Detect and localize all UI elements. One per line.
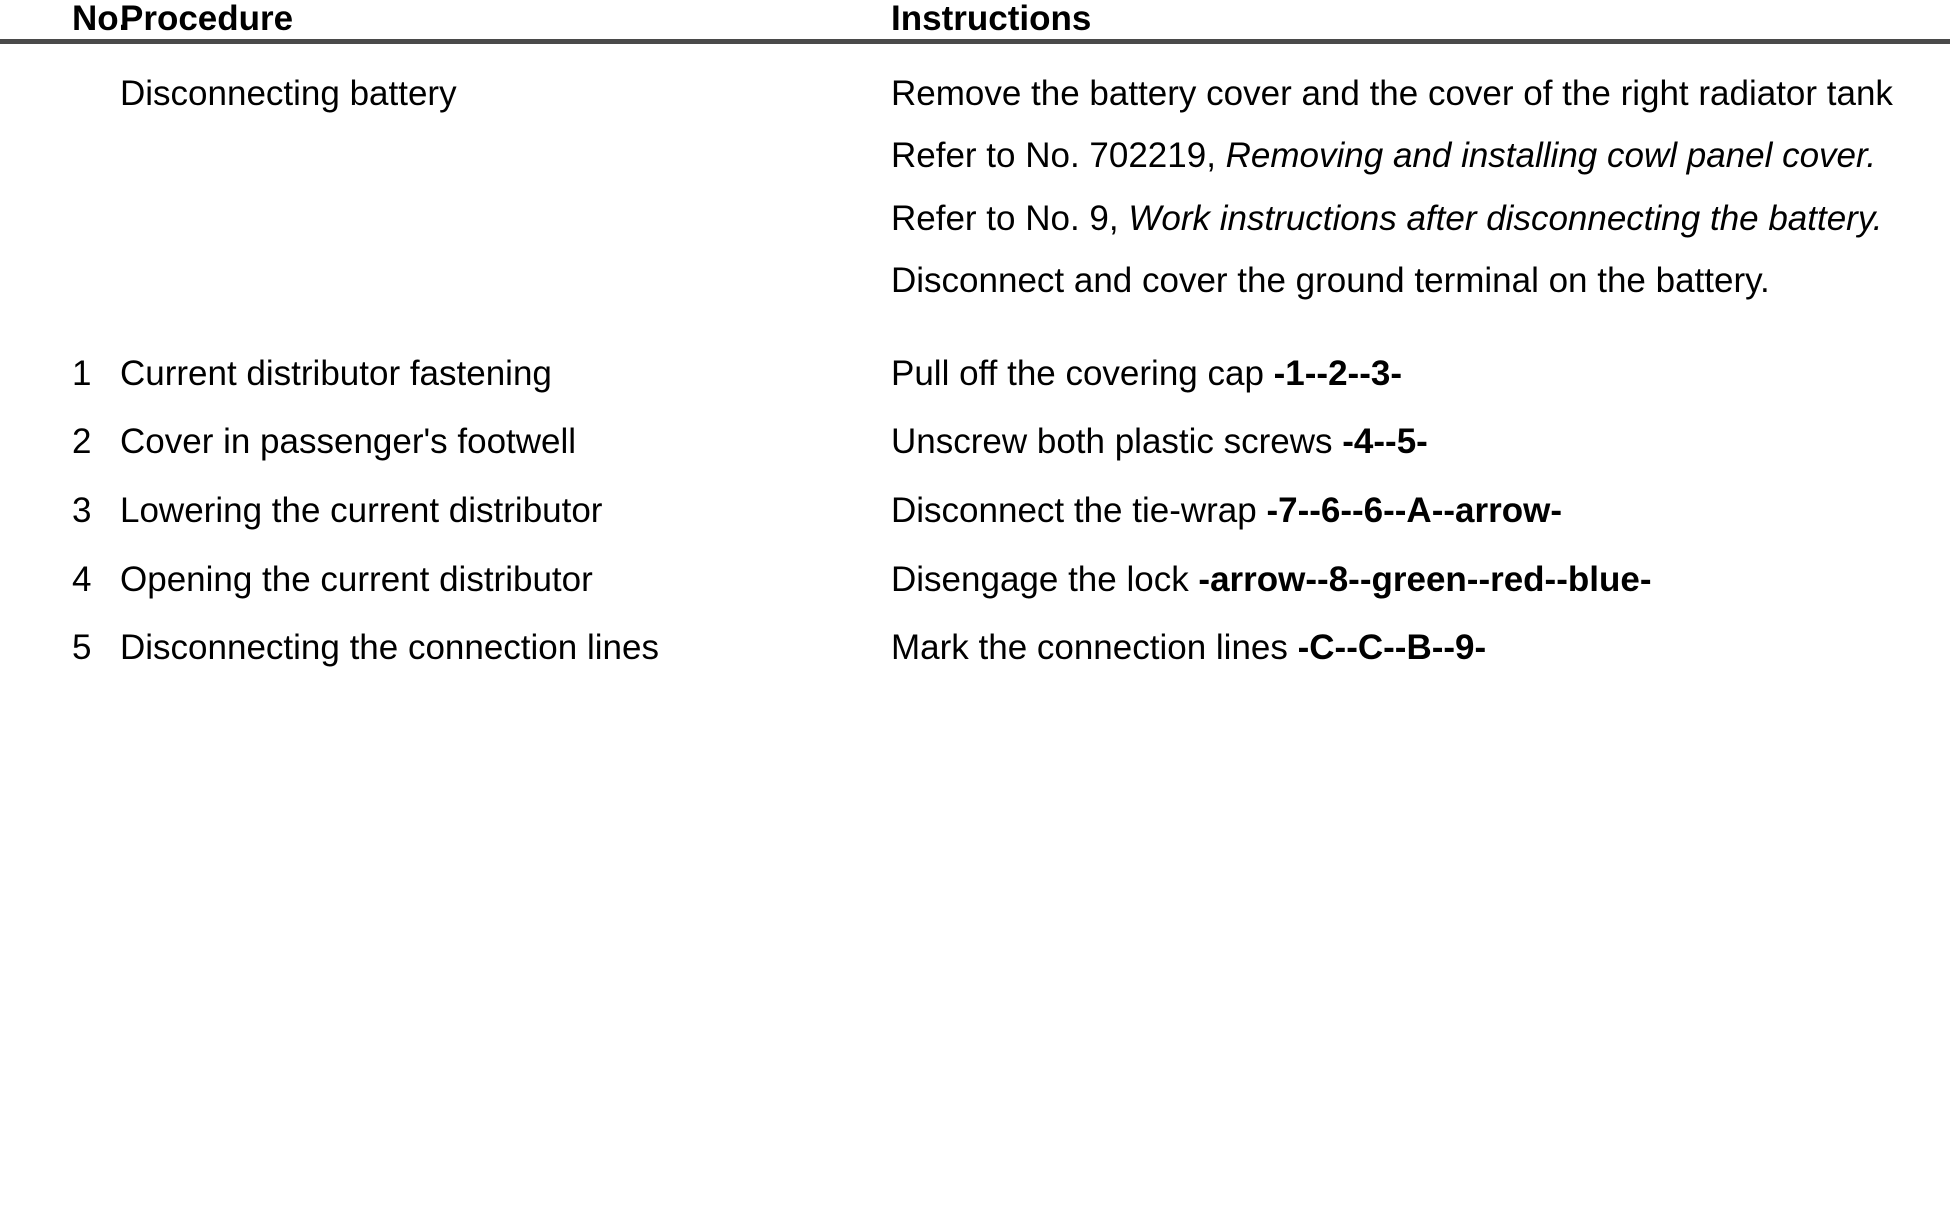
instruction-paragraph: Disconnect the tie-wrap -7--6--6--A--arr… bbox=[891, 491, 1930, 532]
cell-instructions: Disengage the lock -arrow--8--green--red… bbox=[875, 532, 1950, 601]
part-reference-marker: -arrow--8--green--red--blue- bbox=[1198, 559, 1652, 599]
table-row: 1 Current distributor fastening Pull off t… bbox=[0, 302, 1950, 395]
instruction-text: Remove the battery cover and the cover o… bbox=[891, 73, 1893, 113]
instruction-text: Pull off the covering cap bbox=[891, 353, 1274, 393]
column-header-procedure: Procedure bbox=[120, 0, 875, 44]
part-reference-marker: -7--6--6--A--arrow- bbox=[1266, 491, 1562, 531]
cell-instructions: Remove the battery cover and the cover o… bbox=[875, 41, 1950, 302]
cell-step-number: 5 bbox=[72, 628, 92, 668]
cell-step-number: 2 bbox=[72, 422, 92, 462]
instruction-reference-title: Removing and installing cowl panel cover… bbox=[1225, 136, 1877, 176]
cell-step-number: 1 bbox=[72, 353, 92, 393]
part-reference-marker: -4--5- bbox=[1342, 422, 1428, 462]
procedure-table: No. Procedure Instructions Disconnecting… bbox=[0, 0, 1950, 669]
instruction-text: Refer to No. 702219, bbox=[891, 136, 1226, 176]
instruction-paragraph: Refer to No. 9, Work instructions after … bbox=[891, 199, 1930, 240]
cell-instructions: Unscrew both plastic screws -4--5- bbox=[875, 394, 1950, 463]
table-header-row: No. Procedure Instructions bbox=[0, 0, 1950, 44]
cell-step-number: 4 bbox=[72, 559, 92, 599]
instruction-paragraph: Disengage the lock -arrow--8--green--red… bbox=[891, 560, 1930, 601]
cell-procedure: Disconnecting the connection lines bbox=[120, 628, 659, 668]
column-header-no: No. bbox=[0, 0, 128, 44]
cell-procedure: Cover in passenger's footwell bbox=[120, 422, 577, 462]
instruction-paragraph: Refer to No. 702219, Removing and instal… bbox=[891, 136, 1930, 177]
instruction-paragraph: Mark the connection lines -C--C--B--9- bbox=[891, 628, 1930, 669]
instruction-reference-title: Work instructions after disconnecting th… bbox=[1128, 198, 1883, 238]
instruction-paragraph: Disconnect and cover the ground terminal… bbox=[891, 261, 1930, 302]
cell-procedure: Disconnecting battery bbox=[120, 73, 457, 113]
table-row: Disconnecting battery Remove the battery … bbox=[0, 41, 1950, 302]
instruction-paragraph: Unscrew both plastic screws -4--5- bbox=[891, 422, 1930, 463]
instruction-paragraph: Remove the battery cover and the cover o… bbox=[891, 74, 1930, 115]
table-body: Disconnecting battery Remove the battery … bbox=[0, 41, 1950, 669]
cell-instructions: Mark the connection lines -C--C--B--9- bbox=[875, 600, 1950, 669]
instruction-text: Disconnect and cover the ground terminal… bbox=[891, 261, 1770, 301]
instruction-text: Disengage the lock bbox=[891, 559, 1199, 599]
column-header-instructions: Instructions bbox=[875, 0, 1950, 44]
table-row: 4 Opening the current distributor Disengag… bbox=[0, 532, 1950, 601]
cell-procedure: Current distributor fastening bbox=[120, 353, 552, 393]
instruction-paragraph: Pull off the covering cap -1--2--3- bbox=[891, 354, 1930, 395]
instruction-text: Disconnect the tie-wrap bbox=[891, 491, 1267, 531]
table-header: No. Procedure Instructions bbox=[0, 0, 1950, 44]
table-row: 2 Cover in passenger's footwell Unscrew bo… bbox=[0, 394, 1950, 463]
cell-procedure: Lowering the current distributor bbox=[120, 491, 603, 531]
instruction-text: Refer to No. 9, bbox=[891, 198, 1129, 238]
instruction-text: Unscrew both plastic screws bbox=[891, 422, 1343, 462]
cell-step-number bbox=[0, 41, 120, 302]
cell-step-number: 3 bbox=[72, 491, 92, 531]
table-row: 5 Disconnecting the connection lines Mark … bbox=[0, 600, 1950, 669]
cell-procedure: Opening the current distributor bbox=[120, 559, 593, 599]
table-row: 3 Lowering the current distributor Disconn… bbox=[0, 463, 1950, 532]
cell-instructions: Disconnect the tie-wrap -7--6--6--A--arr… bbox=[875, 463, 1950, 532]
instruction-text: Mark the connection lines bbox=[891, 628, 1298, 668]
cell-instructions: Pull off the covering cap -1--2--3- bbox=[875, 302, 1950, 395]
part-reference-marker: -1--2--3- bbox=[1273, 353, 1402, 393]
part-reference-marker: -C--C--B--9- bbox=[1297, 628, 1487, 668]
